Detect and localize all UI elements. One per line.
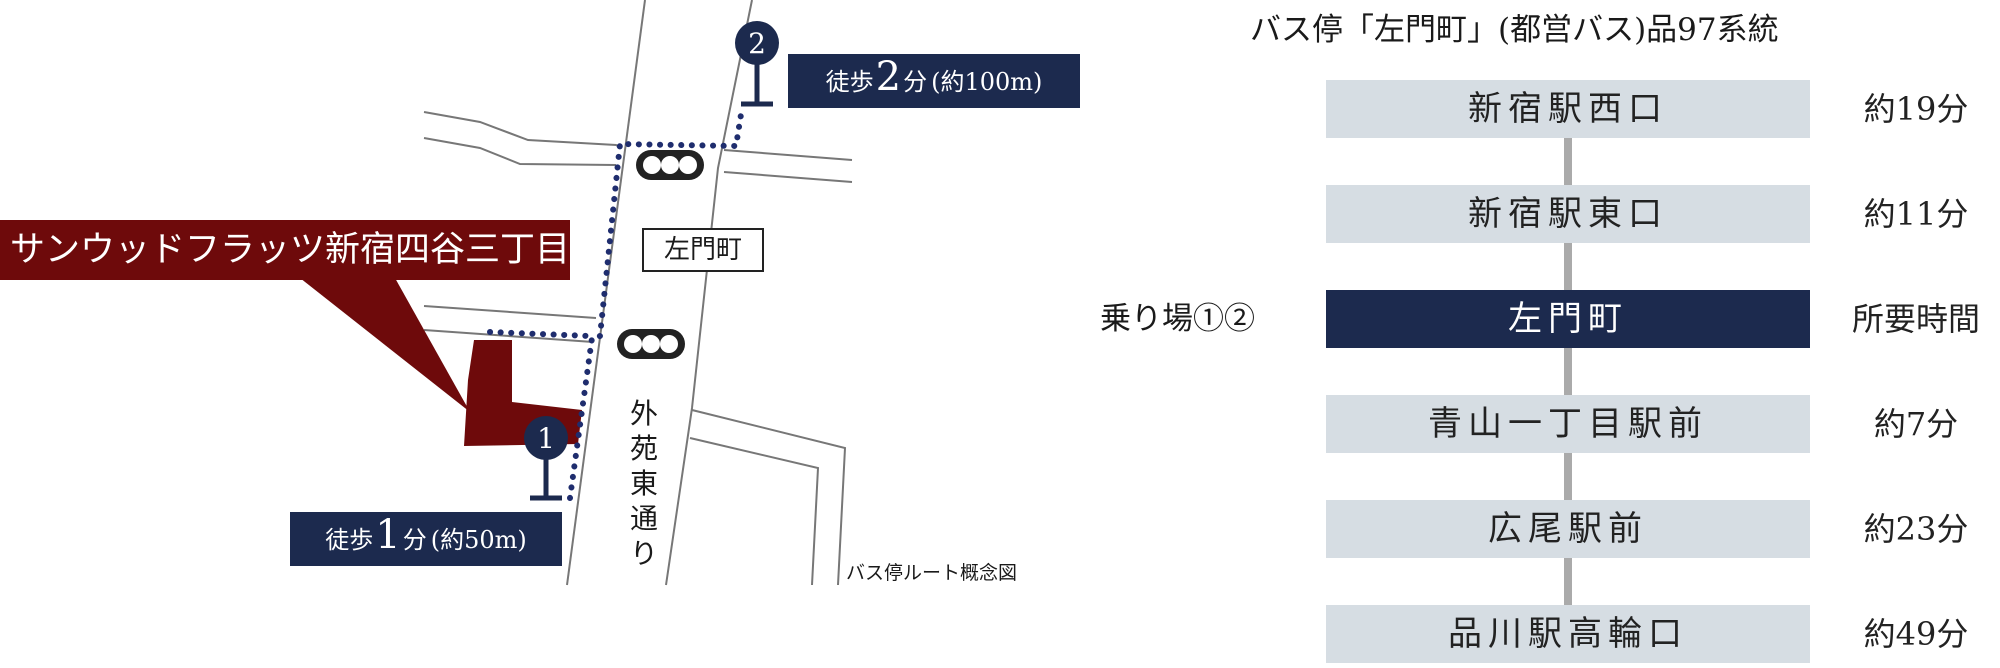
route-map: 2 1 サンウッドフラッツ新宿四谷三丁目 左門町 外苑東通り バス停ルート概念図… [0, 0, 1080, 586]
bus-route-diagram: バス停「左門町」(都営バス)品97系統 乗り場①② 新宿駅西口 約19分 新宿駅… [1100, 0, 2000, 664]
stop-time: 約19分 [1863, 90, 1969, 128]
property-callout-pointer [300, 278, 470, 412]
lower-right-street-inner [689, 437, 820, 586]
map-drawing: 2 1 [300, 0, 853, 586]
bus-stop-1-icon: 1 [524, 416, 568, 501]
walk-distance: (約100m) [931, 68, 1043, 96]
stop-time: 約23分 [1863, 510, 1969, 548]
route-title: バス停「左門町」(都営バス)品97系統 [1250, 12, 1779, 48]
top-right-street-lower [723, 171, 853, 183]
roads [423, 0, 853, 586]
bus-stop-2-number: 2 [748, 27, 766, 60]
walking-route-main [567, 105, 745, 501]
traffic-light-icon [636, 150, 704, 180]
stop-hiroo: 広尾駅前 [1326, 500, 1810, 558]
bus-stop-1-number: 1 [537, 422, 555, 455]
stop-aoyama-itchome: 青山一丁目駅前 [1326, 395, 1810, 453]
district-label: 左門町 [642, 228, 764, 272]
map-caption: バス停ルート概念図 [846, 562, 1018, 584]
lower-right-street-outer [691, 409, 847, 586]
travel-time-header: 所要時間 [1851, 300, 1980, 338]
walk-minutes: 1 [375, 512, 401, 558]
main-road-right-edge [665, 0, 753, 586]
walk-time-stop-1: 徒歩 1 分 (約50m) [290, 512, 562, 566]
property-name-label: サンウッドフラッツ新宿四谷三丁目 [0, 220, 570, 280]
walk-prefix: 徒歩 [325, 526, 374, 554]
walk-distance: (約50m) [430, 526, 527, 554]
walk-unit: 分 [402, 526, 427, 554]
stop-samoncho-current: 左門町 [1326, 290, 1810, 348]
stop-time: 約11分 [1863, 195, 1969, 233]
walk-prefix: 徒歩 [825, 68, 874, 96]
walk-minutes: 2 [875, 54, 902, 100]
top-right-street-upper [723, 149, 853, 161]
stop-time: 約7分 [1873, 405, 1959, 443]
mid-street-upper [423, 305, 597, 319]
walking-route-branch [487, 329, 593, 339]
route-line [1564, 100, 1572, 640]
platform-label: 乗り場①② [1100, 301, 1255, 337]
mid-street-lower [423, 329, 594, 343]
stop-shinjuku-east: 新宿駅東口 [1326, 185, 1810, 243]
stop-shinagawa-takanawa: 品川駅高輪口 [1326, 605, 1810, 663]
traffic-light-icon [617, 329, 685, 359]
street-label: 外苑東通り [629, 397, 658, 570]
bus-stop-2-icon: 2 [735, 21, 779, 107]
stop-shinjuku-west: 新宿駅西口 [1326, 80, 1810, 138]
walk-time-stop-2: 徒歩 2 分 (約100m) [788, 54, 1080, 108]
top-street-lower [423, 137, 617, 166]
walk-unit: 分 [903, 68, 928, 96]
stop-time: 約49分 [1863, 615, 1969, 653]
